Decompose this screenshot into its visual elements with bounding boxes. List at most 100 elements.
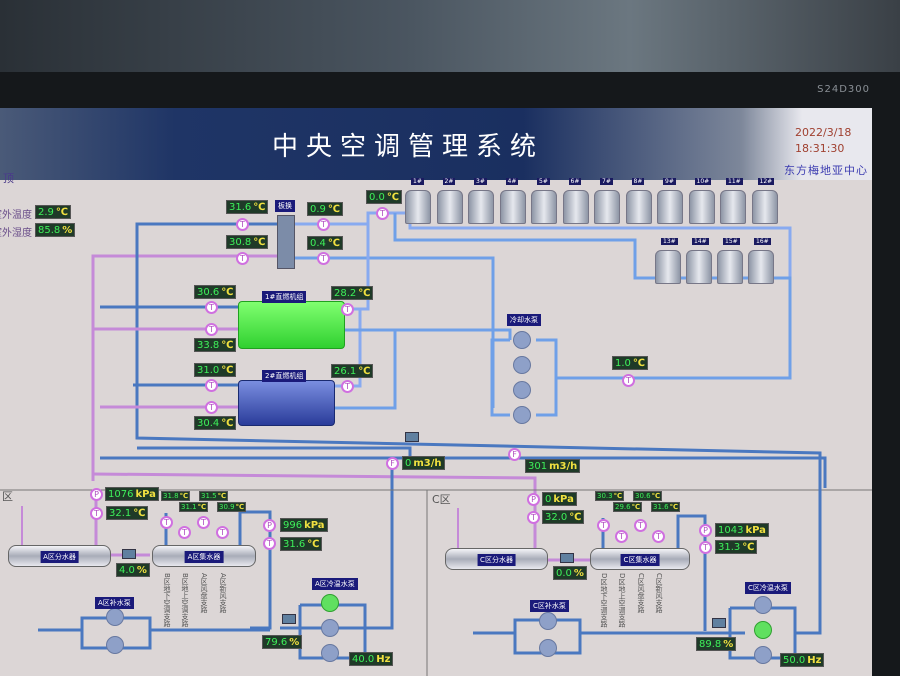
zone-a-main-pump-label: A区冷温水泵 bbox=[312, 578, 358, 590]
cooling-tower[interactable] bbox=[405, 190, 431, 224]
cooling-tower[interactable] bbox=[751, 190, 778, 224]
pump-icon[interactable] bbox=[321, 619, 339, 637]
cooling-tower[interactable] bbox=[562, 190, 589, 224]
tower-label: 9# bbox=[663, 178, 676, 185]
branch-temp-readout: 30.9℃ bbox=[217, 502, 247, 512]
cooling-pump-label: 冷却水泵 bbox=[507, 314, 541, 326]
tower-label: 16# bbox=[754, 238, 771, 245]
cooling-tower[interactable] bbox=[594, 190, 620, 224]
t-sensor-icon: T bbox=[205, 379, 218, 392]
chiller-2-label: 2#直燃机组 bbox=[262, 370, 307, 382]
pump-icon[interactable] bbox=[754, 621, 772, 639]
chiller-1[interactable] bbox=[238, 301, 345, 349]
zone-c-bypass-valve[interactable] bbox=[560, 553, 574, 563]
pump-icon[interactable] bbox=[321, 644, 339, 662]
zone-c-main-pump-label: C区冷温水泵 bbox=[745, 582, 791, 594]
tower-label: 2# bbox=[442, 178, 456, 185]
pump-icon[interactable] bbox=[321, 594, 339, 612]
p-sensor-icon: P bbox=[263, 519, 276, 532]
p-sensor-icon: P bbox=[90, 488, 103, 501]
outdoor-temp-readout: 2.9℃ bbox=[35, 205, 72, 219]
time: 18:31:30 bbox=[795, 142, 845, 155]
chiller-1-t2-readout: 33.8℃ bbox=[194, 338, 237, 352]
pump-icon[interactable] bbox=[754, 596, 772, 614]
branch-label: D区地下空调支路 bbox=[600, 573, 608, 628]
hx-out-hot-readout: 30.8℃ bbox=[226, 235, 269, 249]
zone-a-pump-valve[interactable] bbox=[282, 614, 296, 624]
monitor-bezel-right bbox=[872, 100, 900, 676]
pump-icon[interactable] bbox=[513, 331, 531, 349]
cooling-tower[interactable] bbox=[655, 250, 681, 284]
zone-a-divider[interactable]: A区分水器 bbox=[8, 545, 111, 567]
cooling-tower[interactable] bbox=[748, 250, 774, 284]
zone-a-bypass-valve[interactable] bbox=[122, 549, 136, 559]
roof-section-label: 顶 bbox=[3, 172, 14, 185]
pump-icon[interactable] bbox=[106, 608, 124, 626]
cooling-tower[interactable] bbox=[720, 190, 746, 224]
cooling-tower[interactable] bbox=[625, 190, 652, 224]
branch-temp-readout: 30.6℃ bbox=[633, 491, 663, 501]
cooling-tower[interactable] bbox=[499, 190, 526, 224]
cooling-tower[interactable] bbox=[657, 190, 683, 224]
pump-icon[interactable] bbox=[539, 639, 557, 657]
cooling-tower[interactable] bbox=[436, 190, 463, 224]
cooling-tower[interactable] bbox=[686, 250, 712, 284]
t-sensor-icon: T bbox=[634, 519, 647, 532]
t-sensor-icon: T bbox=[615, 530, 628, 543]
chiller-2-t2-readout: 30.4℃ bbox=[194, 416, 237, 430]
title-bar: 中央空调管理系统 2022/3/18 18:31:30 东方梅地亚中心 bbox=[0, 108, 872, 180]
zone-c-pump-valve[interactable] bbox=[712, 618, 726, 628]
branch-label: D区地上空调支路 bbox=[618, 573, 626, 628]
cooling-tower[interactable] bbox=[688, 190, 715, 224]
branch-temp-readout: 31.6℃ bbox=[651, 502, 681, 512]
zone-a-collector[interactable]: A区集水器 bbox=[152, 545, 256, 567]
pump-icon[interactable] bbox=[513, 356, 531, 374]
zone-c-label: C区 bbox=[432, 493, 451, 506]
tower-label: 1# bbox=[411, 178, 424, 185]
pump-icon[interactable] bbox=[539, 612, 557, 630]
zone-c-pump-valve-pct: 89.8% bbox=[696, 637, 737, 651]
zone-c-divider[interactable]: C区分水器 bbox=[445, 548, 548, 570]
t-sensor-icon: T bbox=[341, 380, 354, 393]
cooling-tower[interactable] bbox=[468, 190, 494, 224]
t-sensor-icon: T bbox=[341, 303, 354, 316]
monitor-bezel bbox=[0, 72, 900, 112]
branch-label: C区风盘支路 bbox=[637, 573, 645, 613]
zone-a-supply-temp: 32.1℃ bbox=[106, 506, 149, 520]
tower-label: 8# bbox=[631, 178, 645, 185]
t-sensor-icon: T bbox=[205, 301, 218, 314]
chiller-1-label: 1#直燃机组 bbox=[262, 291, 307, 303]
cooling-tower[interactable] bbox=[531, 190, 557, 224]
pump-icon[interactable] bbox=[513, 381, 531, 399]
chiller-1-t1-readout: 30.6℃ bbox=[194, 285, 237, 299]
zone-a-valve-pct: 4.0% bbox=[116, 563, 150, 577]
branch-label: B区地上空调支路 bbox=[181, 573, 189, 627]
date: 2022/3/18 bbox=[795, 126, 852, 139]
tower-label: 14# bbox=[692, 238, 709, 245]
chiller-2[interactable] bbox=[238, 380, 335, 426]
pump-icon[interactable] bbox=[754, 646, 772, 664]
pump-icon[interactable] bbox=[106, 636, 124, 654]
chiller-2-t3-readout: 26.1℃ bbox=[331, 364, 374, 378]
pump-icon[interactable] bbox=[513, 406, 531, 424]
plate-hx-label: 板换 bbox=[275, 200, 295, 212]
bypass-valve[interactable] bbox=[405, 432, 419, 442]
t-sensor-icon: T bbox=[597, 519, 610, 532]
tower-label: 15# bbox=[723, 238, 740, 245]
zone-c-collector[interactable]: C区集水器 bbox=[590, 548, 690, 570]
hx-in-cold-readout: 0.9℃ bbox=[307, 202, 344, 216]
t-sensor-icon: T bbox=[263, 537, 276, 550]
t-sensor-icon: T bbox=[317, 218, 330, 231]
chiller-1-t3-readout: 28.2℃ bbox=[331, 286, 374, 300]
t-sensor-icon: T bbox=[216, 526, 229, 539]
t-sensor-icon: T bbox=[622, 374, 635, 387]
t-sensor-icon: T bbox=[205, 323, 218, 336]
t-sensor-icon: T bbox=[160, 516, 173, 529]
cooling-tower[interactable] bbox=[717, 250, 743, 284]
page-title: 中央空调管理系统 bbox=[272, 132, 545, 162]
tower-label: 13# bbox=[661, 238, 678, 245]
t-sensor-icon: T bbox=[205, 401, 218, 414]
